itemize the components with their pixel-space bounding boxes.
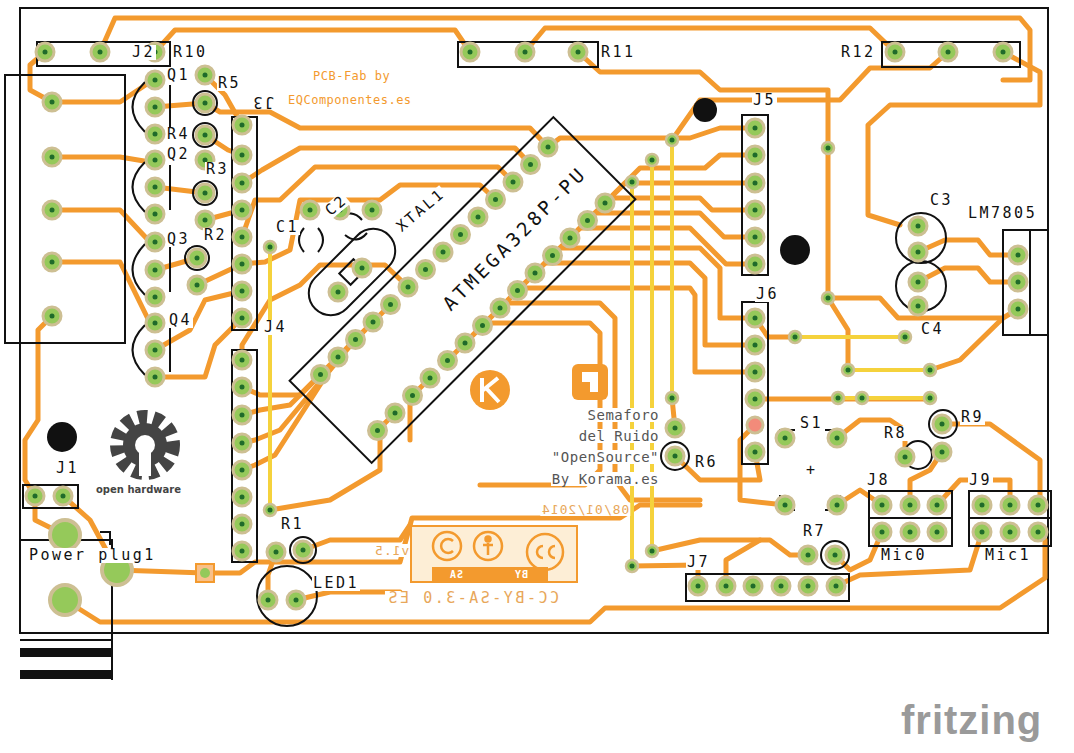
silk-label: J1 [55,461,80,476]
silk-label: v1.5 [373,544,410,557]
silk-label: R11 [600,45,637,60]
silk-label: S1 [799,416,824,431]
silk-label: J3 [250,94,275,109]
silk-label: J9 [968,473,993,488]
silk-label: LED1 [312,576,360,591]
silk-label: del Ruido [578,429,660,443]
silk-label: J5 [752,93,777,108]
silk-label: J6 [755,287,780,302]
silk-label: J8 [866,473,891,488]
silk-label: J2 [131,45,156,60]
silk-label: LM7805 [967,206,1038,221]
license-badge: BY SA [410,525,578,583]
silk-label: J7 [686,555,711,570]
silk-label: R2 [203,228,228,243]
silk-label: R8 [883,426,908,441]
silk-label: open hardware [95,485,182,495]
silk-label: R6 [694,455,719,470]
silk-label: Q4 [168,313,193,328]
jumper-wires [270,140,930,566]
license-icons [432,532,563,581]
silk-label: 08/01/2014 [540,503,630,516]
silk-label: PCB-Fab by [312,70,391,82]
silk-label: C1 [275,220,300,235]
silk-label: EQComponentes.es [287,94,413,106]
silk-label: R1 [280,517,305,532]
silk-label: Q1 [166,68,191,83]
silk-label: Q3 [166,232,191,247]
silk-label: R9 [960,410,985,425]
silkscreen-outlines [5,42,1051,680]
silk-label: J4 [263,320,288,335]
silk-label: Mic0 [880,548,928,563]
silk-label: + [805,463,819,478]
board-outline [20,8,1048,633]
silk-label: R3 [205,162,230,177]
silk-label: R5 [217,76,242,91]
silk-label: By Korama.es [551,472,660,486]
kicad-logo [470,370,510,410]
silk-label: Mic1 [984,548,1032,563]
license-ground [411,526,577,582]
silk-label: C3 [929,193,954,208]
silk-label: Q2 [166,147,191,162]
watermark: fritzing [900,700,1043,740]
silk-label: C4 [920,322,945,337]
silk-label: R4 [166,127,191,142]
silk-label: R10 [172,45,209,60]
silk-fills [20,98,810,679]
oshw-logo [572,364,608,400]
license-tag: SA [449,570,463,580]
open-hardware-gear [118,418,172,476]
copper-traces [25,18,1045,622]
square-via [196,564,214,582]
silk-label: Semaforo [587,408,660,422]
license-tag: BY [514,570,528,580]
silk-label: CC-BY-SA-3.0 ES [385,591,560,606]
pads [26,43,1047,615]
vias [200,134,936,578]
silk-label: Power plug1 [28,548,157,563]
silk-label: "OpenSource" [551,450,660,464]
silk-label: R7 [802,524,827,539]
silk-label: R12 [840,45,877,60]
